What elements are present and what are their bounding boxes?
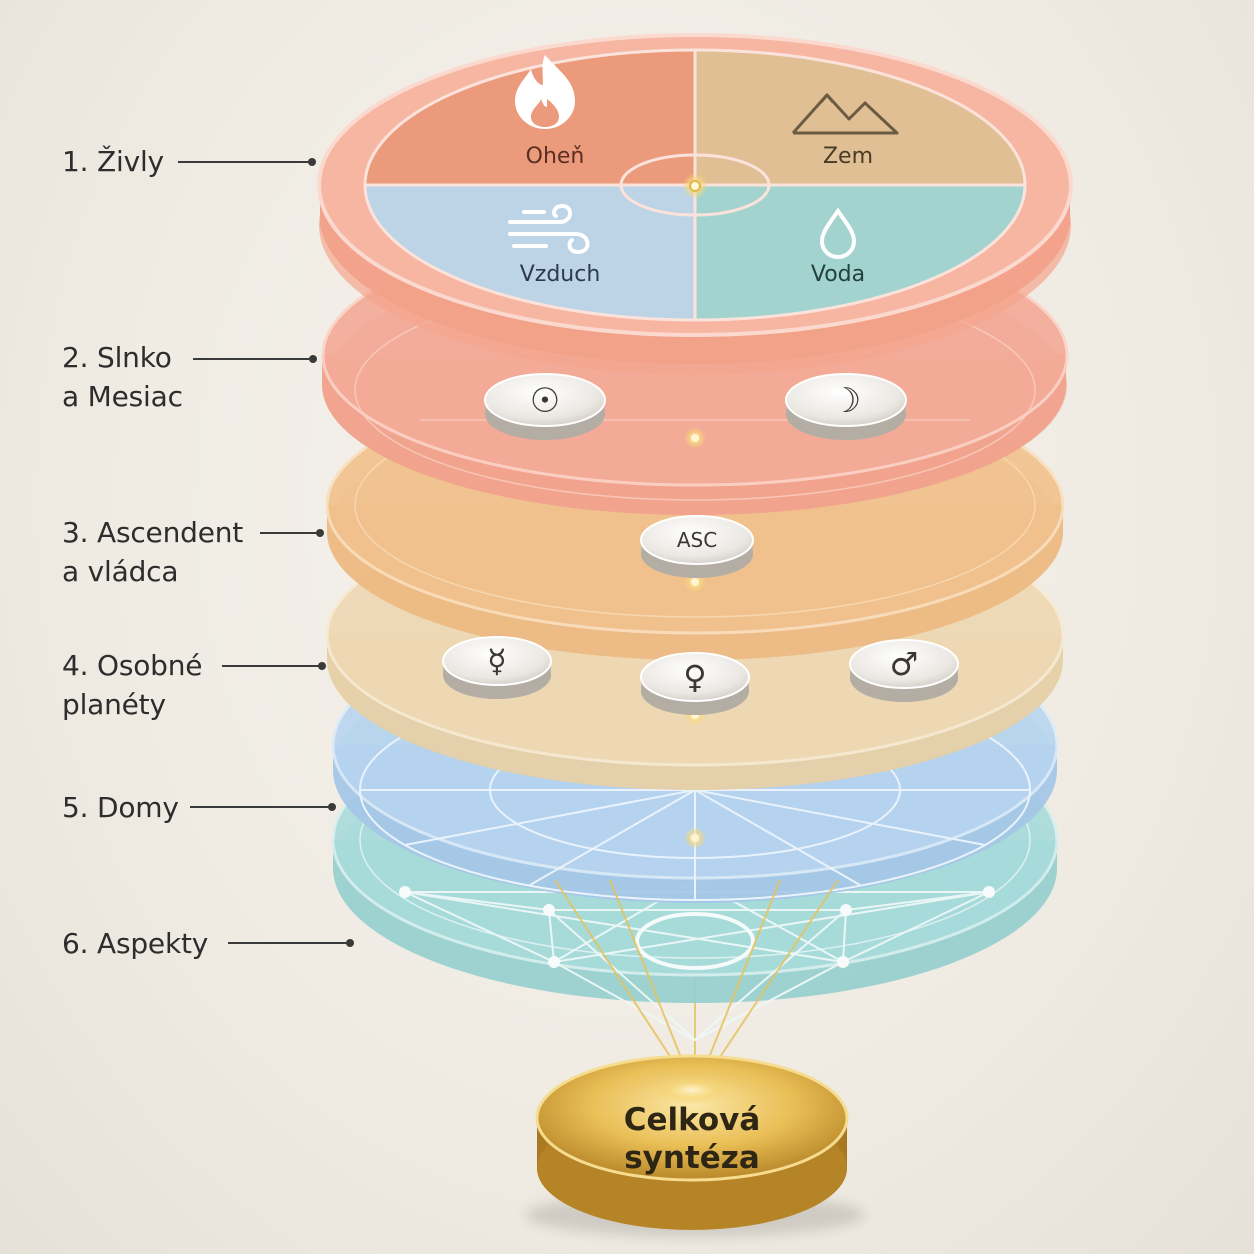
token-ascendant: ASC	[640, 515, 754, 578]
label-ascendant-line-1: 3. Ascendent	[62, 516, 244, 549]
label-sun-moon-line-1: 2. Slnko	[62, 341, 172, 374]
wind-icon	[508, 203, 590, 255]
elements-center-ring	[619, 153, 771, 217]
leader-personal-planets	[222, 662, 326, 670]
disc-elements: Oheň Zem Vzduch Voda	[317, 33, 1073, 375]
element-label-water: Voda	[811, 262, 865, 287]
label-aspects-line-1: 6. Aspekty	[62, 927, 209, 960]
leader-ascendant	[260, 529, 324, 537]
element-label-air: Vzduch	[520, 262, 601, 287]
label-aspects: 6. Aspekty	[62, 924, 208, 963]
label-personal-planets-line-1: 4. Osobné	[62, 649, 203, 682]
synthesis-coin: Celková syntéza	[535, 1054, 849, 1230]
moon-symbol-icon: ☽	[831, 381, 861, 421]
synthesis-label-line-1: Celková	[624, 1102, 761, 1138]
label-elements: 1. Živly	[62, 142, 164, 181]
element-label-earth: Zem	[823, 144, 873, 169]
quadrant-earth	[695, 50, 1025, 185]
mountain-icon	[791, 93, 899, 135]
label-personal-planets-line-2: planéty	[62, 688, 166, 721]
mars-symbol-icon: ♂	[890, 645, 919, 683]
label-sun-moon: 2. Slnko a Mesiac	[62, 338, 183, 416]
token-ascendant-label: ASC	[677, 528, 717, 552]
label-personal-planets: 4. Osobné planéty	[62, 646, 203, 724]
token-mars: ♂	[849, 639, 959, 702]
token-sun: ☉	[484, 373, 606, 440]
flame-icon	[515, 55, 575, 129]
label-houses-line-1: 5. Domy	[62, 791, 179, 824]
label-sun-moon-line-2: a Mesiac	[62, 380, 183, 413]
aspect-center-ring	[635, 912, 755, 970]
leader-aspects	[228, 939, 354, 947]
mercury-symbol-icon: ☿	[487, 642, 507, 680]
label-houses: 5. Domy	[62, 788, 179, 827]
quadrant-air	[365, 185, 695, 320]
element-label-fire: Oheň	[526, 144, 585, 169]
synthesis-label-line-2: syntéza	[624, 1140, 760, 1176]
water-drop-icon	[819, 207, 857, 260]
label-ascendant-line-2: a vládca	[62, 555, 179, 588]
aspect-points	[399, 886, 995, 968]
leader-elements	[178, 158, 316, 166]
token-venus: ♀	[640, 652, 750, 715]
quadrant-water	[695, 185, 1025, 320]
token-moon: ☽	[785, 373, 907, 440]
sun-symbol-icon: ☉	[530, 381, 560, 421]
token-mercury: ☿	[442, 636, 552, 699]
venus-symbol-icon: ♀	[683, 658, 706, 696]
leader-houses	[190, 803, 336, 811]
leader-sun-moon	[193, 355, 317, 363]
label-elements-line-1: 1. Živly	[62, 145, 164, 178]
label-ascendant: 3. Ascendent a vládca	[62, 513, 243, 591]
